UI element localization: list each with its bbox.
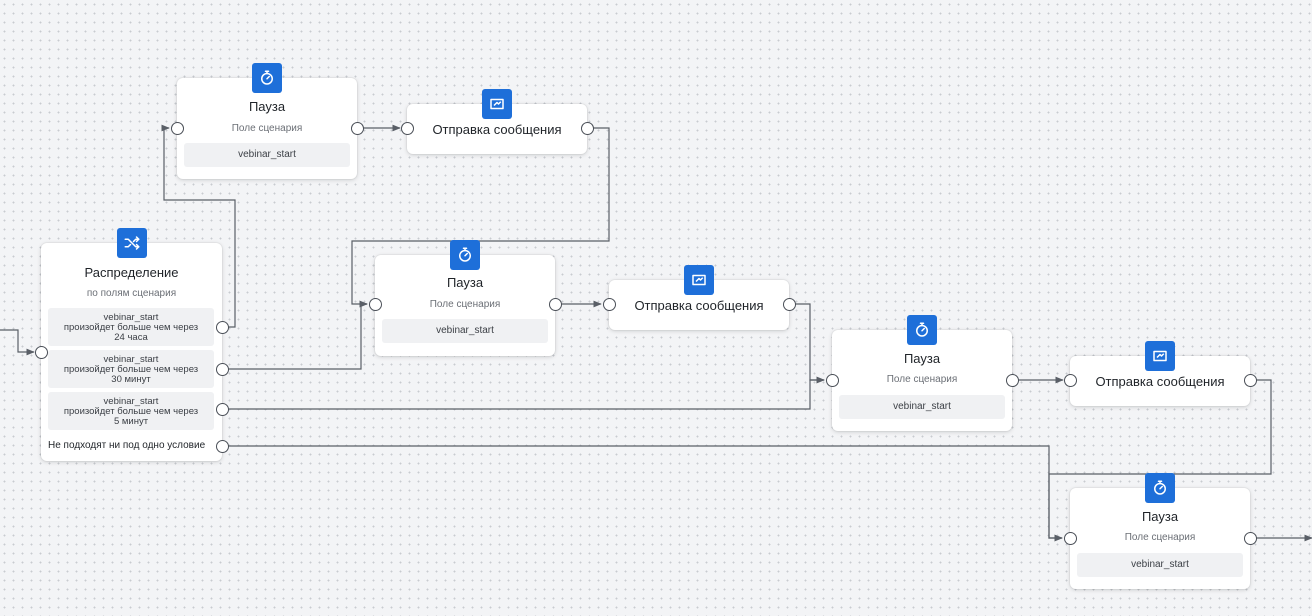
stopwatch-icon — [252, 63, 282, 93]
pause-node-3[interactable]: Пауза Поле сценария vebinar_start — [832, 315, 1012, 431]
pause-2-title: Пауза — [446, 275, 484, 290]
stopwatch-icon — [450, 240, 480, 270]
pause-3-title: Пауза — [903, 351, 941, 366]
message-3-title: Отправка сообщения — [1095, 373, 1225, 389]
pause-3-output-port[interactable] — [1005, 373, 1019, 387]
message-3-input-port[interactable] — [1063, 373, 1077, 387]
message-2-output-port[interactable] — [782, 297, 796, 311]
pause-2-input-port[interactable] — [368, 297, 382, 311]
pause-node-2[interactable]: Пауза Поле сценария vebinar_start — [375, 240, 555, 356]
distribution-title: Распределение — [84, 265, 179, 280]
condition-2-value: 30 минут — [111, 374, 151, 385]
message-node-2[interactable]: Отправка сообщения — [609, 265, 789, 330]
condition-2: vebinar_start произойдет больше чем чере… — [48, 350, 214, 388]
distribution-input-port[interactable] — [34, 345, 48, 359]
condition-2-field: vebinar_start — [103, 354, 159, 365]
pause-4-field: vebinar_start — [1077, 553, 1243, 577]
condition-1-rule: произойдет больше чем через — [63, 322, 199, 333]
pause-1-input-port[interactable] — [170, 121, 184, 135]
edge-else-to-pause4 — [222, 445, 1063, 542]
pause-4-output-port[interactable] — [1243, 531, 1257, 545]
edge-incoming-to-distribution — [0, 329, 35, 356]
message-node-1[interactable]: Отправка сообщения — [407, 89, 587, 154]
edge-message2-to-pause3 — [789, 303, 825, 384]
distribution-node[interactable]: Распределение по полям сценария vebinar_… — [41, 228, 222, 461]
pause-1-subtitle: Поле сценария — [231, 123, 303, 134]
condition-2-rule: произойдет больше чем через — [63, 364, 199, 375]
pause-2-subtitle: Поле сценария — [429, 299, 501, 310]
condition-3-rule: произойдет больше чем через — [63, 406, 199, 417]
pause-3-subtitle: Поле сценария — [886, 374, 958, 385]
message-1-output-port[interactable] — [580, 121, 594, 135]
condition-2-output-port[interactable] — [215, 362, 229, 376]
message-1-title: Отправка сообщения — [432, 121, 562, 137]
message-1-input-port[interactable] — [400, 121, 414, 135]
stopwatch-icon — [1145, 473, 1175, 503]
pause-node-4[interactable]: Пауза Поле сценария vebinar_start — [1070, 473, 1250, 589]
pause-1-output-port[interactable] — [350, 121, 364, 135]
condition-1-value: 24 часа — [114, 332, 148, 343]
pause-1-title: Пауза — [248, 99, 286, 114]
message-2-input-port[interactable] — [602, 297, 616, 311]
pause-3-input-port[interactable] — [825, 373, 839, 387]
message-icon — [482, 89, 512, 119]
pause-node-1[interactable]: Пауза Поле сценария vebinar_start — [177, 63, 357, 179]
message-3-output-port[interactable] — [1243, 373, 1257, 387]
pause-4-title: Пауза — [1141, 509, 1179, 524]
pause-2-output-port[interactable] — [548, 297, 562, 311]
condition-1-output-port[interactable] — [215, 320, 229, 334]
message-2-title: Отправка сообщения — [634, 297, 764, 313]
message-node-3[interactable]: Отправка сообщения — [1070, 341, 1250, 406]
condition-3: vebinar_start произойдет больше чем чере… — [48, 392, 214, 430]
condition-3-output-port[interactable] — [215, 402, 229, 416]
pause-4-input-port[interactable] — [1063, 531, 1077, 545]
message-icon — [684, 265, 714, 295]
condition-3-value: 5 минут — [113, 416, 149, 427]
else-output-port[interactable] — [215, 439, 229, 453]
pause-3-field: vebinar_start — [839, 395, 1005, 419]
pause-4-subtitle: Поле сценария — [1124, 532, 1196, 543]
edge-cond3-to-pause3 — [222, 376, 825, 410]
pause-2-field: vebinar_start — [382, 319, 548, 343]
message-icon — [1145, 341, 1175, 371]
condition-1-field: vebinar_start — [103, 312, 159, 323]
pause-1-field: vebinar_start — [184, 143, 350, 167]
shuffle-icon — [116, 228, 147, 258]
condition-3-field: vebinar_start — [103, 396, 159, 407]
condition-1: vebinar_start произойдет больше чем чере… — [48, 308, 214, 346]
edge-cond2-to-pause2 — [222, 300, 368, 370]
distribution-subtitle: по полям сценария — [86, 288, 177, 299]
stopwatch-icon — [907, 315, 937, 345]
else-condition-label: Не подходят ни под одно условие — [48, 440, 206, 451]
